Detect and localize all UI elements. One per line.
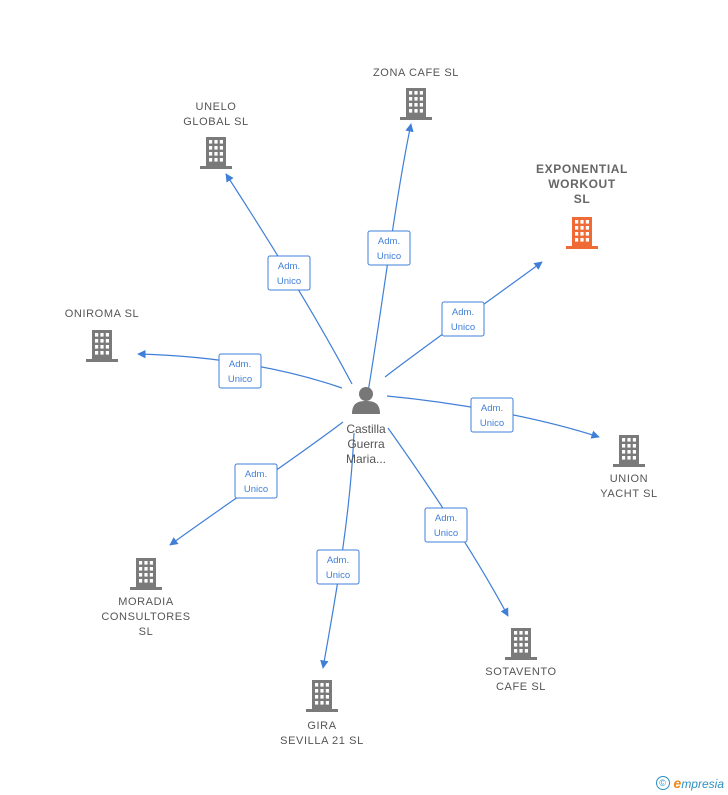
person-name-line-3: Maria... xyxy=(346,452,386,466)
badge-box xyxy=(441,301,485,337)
company-node-union-yacht[interactable]: UNION YACHT SL xyxy=(600,435,658,500)
relation-badge[interactable]: Adm. Unico xyxy=(424,507,468,543)
brand-initial: e xyxy=(673,775,682,791)
badge-box xyxy=(267,255,311,291)
nodes-layer: ZONA CAFE SL UNELO GLOBAL SL EXPONENTIALWOR… xyxy=(65,67,658,747)
person-icon xyxy=(352,387,380,414)
footer-brand: © empresia xyxy=(655,775,724,791)
edge-exponential-workout: Adm. Unico xyxy=(384,261,543,378)
relation-badge[interactable]: Adm. Unico xyxy=(470,397,514,433)
person-name-line-2: Guerra xyxy=(347,437,385,451)
edge-gira-sevilla: Adm. Unico xyxy=(316,432,360,669)
company-node-sotavento-cafe[interactable]: SOTAVENTO CAFE SL xyxy=(485,628,556,693)
badge-box xyxy=(316,549,360,585)
company-label-line-1: ONIROMA SL xyxy=(65,308,139,320)
relation-badge[interactable]: Adm. Unico xyxy=(218,353,262,389)
company-label-line-2: GLOBAL SL xyxy=(183,116,249,128)
company-label-line-1: EXPONENTIAL xyxy=(536,162,628,176)
badge-text-line-2: Unico xyxy=(377,251,401,262)
company-label-line-1: GIRA xyxy=(307,720,336,732)
company-node-unelo-global[interactable]: UNELO GLOBAL SL xyxy=(183,101,249,169)
company-node-moradia-consultores[interactable]: MORADIA CONSULTORES SL xyxy=(101,558,190,638)
person-node[interactable]: Castilla Guerra Maria... xyxy=(346,387,386,466)
badge-text-line-1: Adm. xyxy=(245,469,267,480)
company-label-line-3: SL xyxy=(574,192,591,206)
building-icon xyxy=(566,217,598,249)
building-icon xyxy=(613,435,645,467)
badge-box xyxy=(470,397,514,433)
company-label-line-1: MORADIA xyxy=(118,596,174,608)
company-label-line-1: SOTAVENTO xyxy=(485,666,556,678)
company-label-line-1: UNION xyxy=(610,473,648,485)
copyright-icon: © xyxy=(655,776,670,790)
company-label-line-1: UNELO xyxy=(196,101,237,113)
relation-badge[interactable]: Adm. Unico xyxy=(234,463,278,499)
building-icon xyxy=(306,680,338,712)
badge-text-line-2: Unico xyxy=(244,484,268,495)
badge-text-line-1: Adm. xyxy=(481,403,503,414)
edge-oniroma: Adm. Unico xyxy=(137,349,343,389)
relation-badge[interactable]: Adm. Unico xyxy=(316,549,360,585)
building-icon xyxy=(200,137,232,169)
company-label-line-3: SL xyxy=(139,626,154,638)
company-node-oniroma[interactable]: ONIROMA SL xyxy=(65,308,139,362)
edge-moradia-consultores: Adm. Unico xyxy=(169,421,344,546)
badge-text-line-2: Unico xyxy=(228,374,252,385)
company-label-line-2: WORKOUT xyxy=(548,177,616,191)
edge-sotavento-cafe: Adm. Unico xyxy=(387,427,509,617)
badge-text-line-1: Adm. xyxy=(452,307,474,318)
badge-text-line-1: Adm. xyxy=(378,236,400,247)
building-icon xyxy=(130,558,162,590)
building-icon xyxy=(86,330,118,362)
badge-text-line-2: Unico xyxy=(277,276,301,287)
edge-unelo-global: Adm. Unico xyxy=(225,173,353,385)
edges-layer: Adm.UnicoAdm.UnicoAdm.UnicoAdm.UnicoAdm.… xyxy=(137,123,600,669)
relation-badge[interactable]: Adm. Unico xyxy=(267,255,311,291)
edge-zona-cafe: Adm. Unico xyxy=(366,123,414,399)
company-label-line-2: CAFE SL xyxy=(496,681,546,693)
badge-text-line-1: Adm. xyxy=(229,359,251,370)
person-name-line-1: Castilla xyxy=(346,422,386,436)
badge-text-line-1: Adm. xyxy=(327,555,349,566)
company-label-line-2: SEVILLA 21 SL xyxy=(280,735,364,747)
company-label-line-2: CONSULTORES xyxy=(101,611,190,623)
badge-text-line-2: Unico xyxy=(434,528,458,539)
company-node-gira-sevilla[interactable]: GIRA SEVILLA 21 SL xyxy=(280,680,364,747)
badge-box xyxy=(234,463,278,499)
badge-text-line-1: Adm. xyxy=(435,513,457,524)
company-label-line-2: YACHT SL xyxy=(600,488,658,500)
building-icon xyxy=(505,628,537,660)
badge-text-line-2: Unico xyxy=(451,322,475,333)
badge-text-line-2: Unico xyxy=(326,570,350,581)
badge-text-line-2: Unico xyxy=(480,418,504,429)
relation-badge[interactable]: Adm. Unico xyxy=(441,301,485,337)
building-icon xyxy=(400,88,432,120)
badge-box xyxy=(424,507,468,543)
edge-union-yacht: Adm. Unico xyxy=(386,395,600,439)
badge-box xyxy=(218,353,262,389)
badge-box xyxy=(367,230,411,266)
company-node-zona-cafe[interactable]: ZONA CAFE SL xyxy=(373,67,459,120)
brand-name: mpresia xyxy=(681,777,724,791)
relation-badge[interactable]: Adm. Unico xyxy=(367,230,411,266)
company-label-line-1: ZONA CAFE SL xyxy=(373,67,459,79)
badge-text-line-1: Adm. xyxy=(278,261,300,272)
